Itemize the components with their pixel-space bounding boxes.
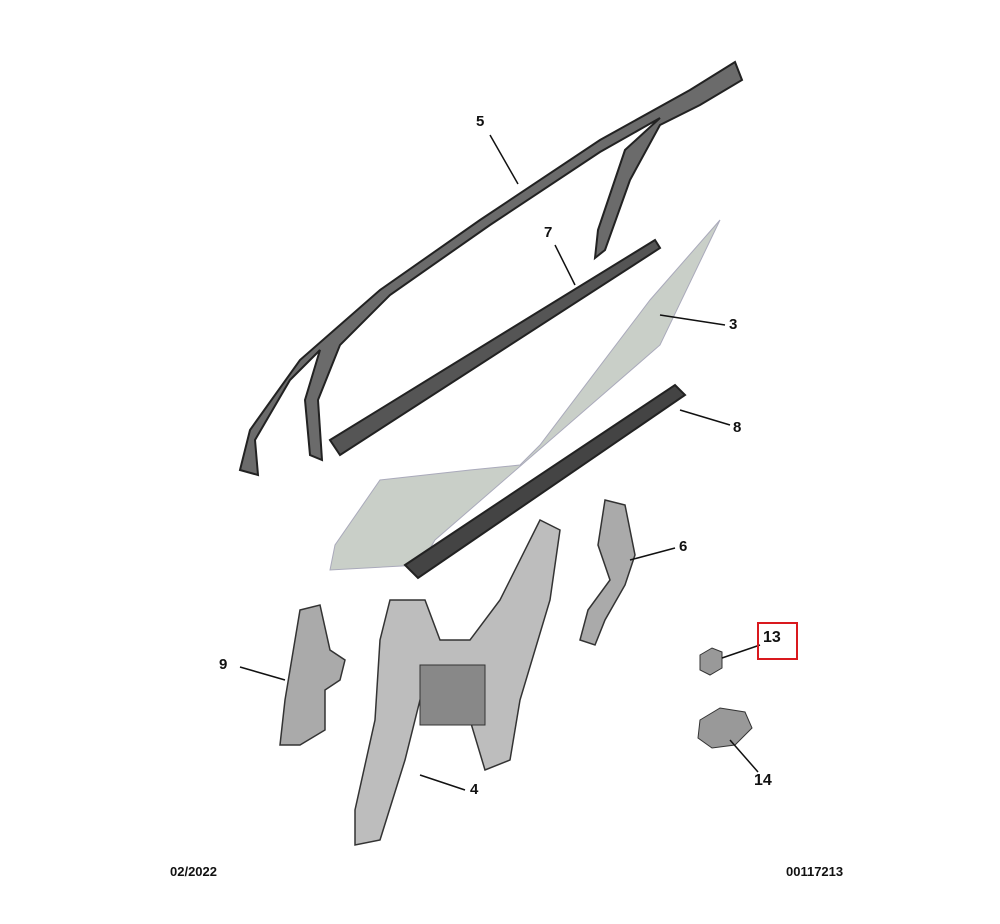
part-3-door-glass [329,219,721,571]
part-9-bracket [279,604,346,746]
highlight-box-part-13 [757,622,798,660]
part-14-switch [697,707,753,749]
label-part-7: 7 [544,224,553,241]
part-7-inner-seal [328,238,662,457]
label-part-4: 4 [470,781,479,798]
part-6-guide [579,499,636,646]
diagram-date: 02/2022 [170,864,217,879]
leader-lines [239,134,761,791]
part-13-clip [699,647,723,676]
regulator-motor [419,664,486,726]
label-part-5: 5 [476,113,485,130]
label-part-9: 9 [219,656,228,673]
diagram-reference: 00117213 [786,864,844,879]
label-part-13[interactable]: 13 [763,629,781,646]
label-part-8: 8 [733,419,742,436]
label-part-3: 3 [729,316,738,333]
label-part-14: 14 [754,772,772,789]
label-part-6: 6 [679,538,688,555]
part-8-outer-seal [403,383,687,580]
part-5-frame-seal [238,60,744,477]
